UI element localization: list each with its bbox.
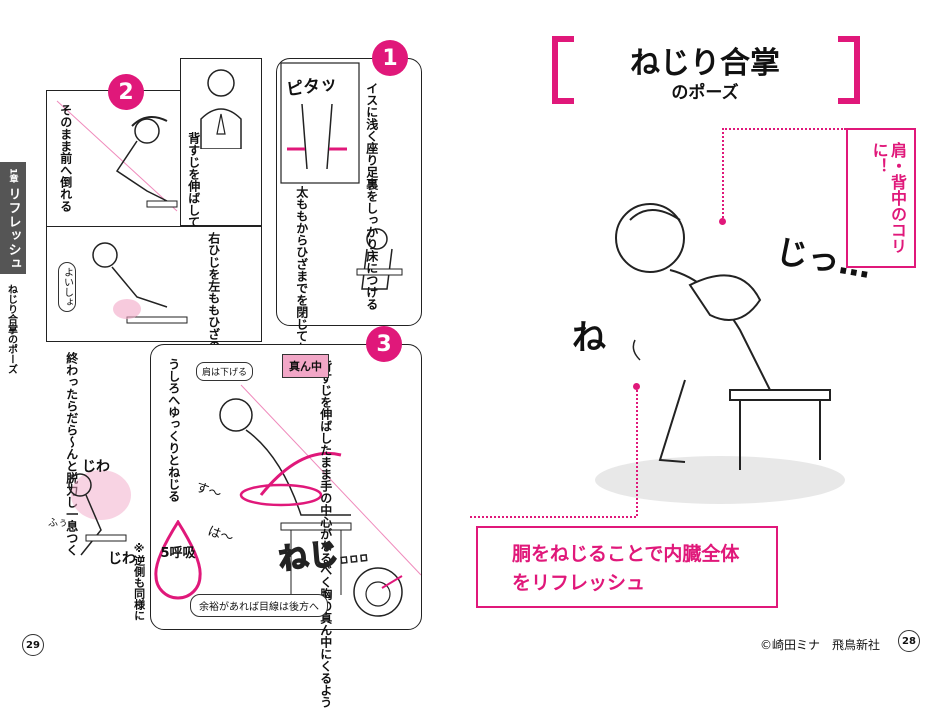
rest-note: ※逆側も同様に: [132, 542, 146, 621]
callout-line-bottom: [470, 516, 636, 518]
face-inset-illustration: [353, 567, 403, 617]
panel-step1: [276, 58, 422, 326]
running-title: ねじり合掌のポーズ: [5, 284, 17, 374]
sfx-fuu: ふぅ: [48, 518, 68, 529]
callout-organs-text: 胴をねじることで内臓全体をリフレッシュ: [512, 543, 740, 594]
bubble-yoisho: よいしょ: [58, 262, 76, 312]
callout-organs: 胴をねじることで内臓全体をリフレッシュ: [476, 526, 778, 608]
seated-illustration: [280, 62, 403, 290]
callout-line-bottom-v: [636, 386, 638, 516]
callout-stiffness: 肩・背中のコリに！: [846, 128, 916, 268]
step2-number-badge: 2: [108, 74, 144, 110]
page-subtitle: のポーズ: [671, 83, 739, 103]
note-center: 真ん中: [282, 354, 329, 378]
sfx-jiwa-1: じわ: [82, 459, 110, 475]
panel-step2-gassho: [180, 58, 262, 226]
note-shoulder: 肩は下げる: [196, 362, 254, 381]
chapter-number: 1章: [7, 168, 18, 184]
breath-drop-icon: [154, 520, 202, 600]
step1-text-knees: 太ももからひざまでを閉じておくこと: [294, 186, 309, 390]
panel-step2-hook: [46, 226, 262, 342]
chapter-label: リフレッシュ: [5, 187, 21, 272]
praying-hands-illustration: [200, 69, 242, 150]
callout-line-top-v: [722, 128, 724, 218]
elbow-hook-illustration: [92, 242, 188, 324]
sfx-jiwa-2: じわ: [108, 551, 136, 567]
step3-number-badge: 3: [366, 326, 402, 362]
step3-text-twist: うしろへゆっくりとねじる: [166, 358, 181, 502]
breath-count: 5呼吸: [160, 546, 196, 561]
title-bracket-left: [552, 36, 574, 104]
step2-text-forward: そのまま前へ倒れる: [58, 104, 73, 212]
step1-number-badge: 1: [372, 40, 408, 76]
chapter-tab: 1章 リフレッシュ: [0, 162, 26, 274]
twist-pose-illustration: [595, 203, 845, 504]
page-number-left: 29: [22, 634, 44, 656]
copyright-credit: ©崎田ミナ 飛鳥新社: [760, 638, 881, 652]
note-gaze: 余裕があれば目線は後方へ: [190, 594, 328, 617]
page-title: ねじり合掌: [630, 46, 780, 81]
relaxed-figure-illustration: [68, 470, 131, 556]
page-number-right: 28: [898, 630, 920, 652]
step3-text-center: 背すじを伸ばしたまま手の中心がなるべく胸の真ん中にくるよう: [318, 360, 333, 708]
callout-point-top: [719, 218, 726, 225]
callout-stiffness-text: 肩・背中のコリに！: [869, 142, 907, 254]
forward-lean-illustration: [56, 100, 178, 212]
callout-line-top: [722, 128, 846, 130]
title-bracket-right: [838, 36, 860, 104]
twist-illustration: [219, 384, 422, 595]
step1-text-sit: イスに浅く座り足裏をしっかり床につける: [364, 82, 379, 310]
panel-step2-forward: [46, 90, 184, 228]
callout-point-bottom: [633, 383, 640, 390]
sfx-ne: ね: [572, 318, 606, 358]
